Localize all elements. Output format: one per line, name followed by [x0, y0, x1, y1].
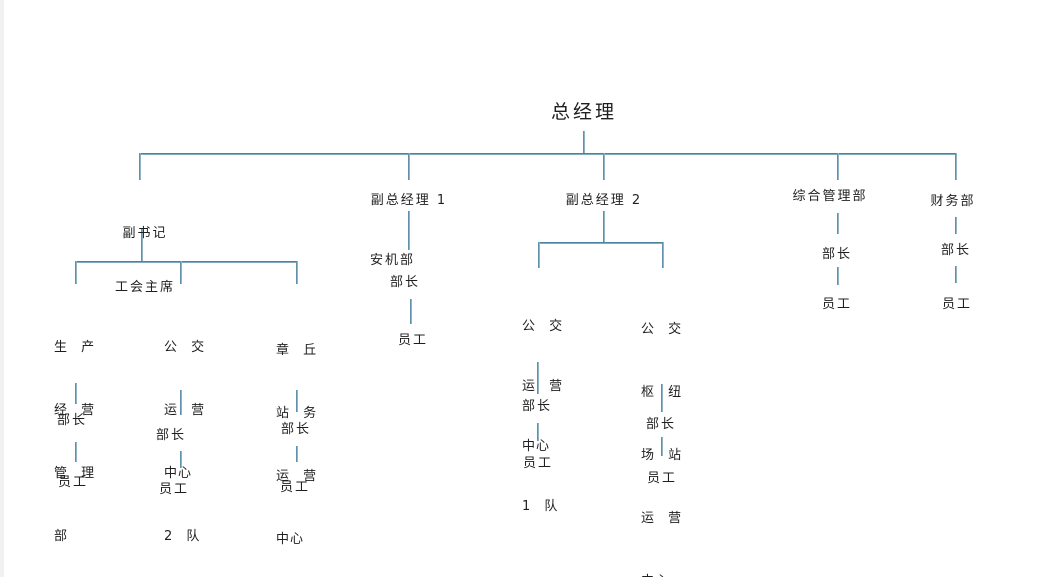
bus-center-2-line: 中心 [164, 466, 193, 481]
production-dept-line: 经 营 [54, 403, 96, 418]
connector-drop-deputy-gm-2 [603, 153, 605, 180]
hub-center-staff-label: 员工 [646, 471, 678, 486]
finance-head-label: 部长 [940, 243, 972, 258]
connector-bus-center-1-head [537, 362, 539, 394]
connector-production-staff [75, 442, 77, 462]
bus-center-2-line: 2 队 [164, 529, 201, 544]
connector-drop-bus-center-2 [180, 261, 182, 284]
bus-center-2-line: 公 交 [164, 340, 206, 355]
node-admin-dept: 综合管理部 [792, 189, 868, 204]
connector-secretary-stem [141, 228, 143, 262]
hub-center-head-label: 部长 [645, 417, 677, 432]
hub-center-line: 中心 [641, 571, 694, 577]
connector-anji-staff [410, 299, 412, 324]
connector-gm2-stem [603, 211, 605, 243]
connector-admin-staff [837, 267, 839, 285]
connector-drop-production [75, 261, 77, 284]
node-deputy-secretary-line2: 工会主席 [114, 280, 176, 295]
connector-secretary-horizontal [75, 261, 298, 263]
connector-drop-bus-center-1 [538, 242, 540, 268]
node-production-dept: 生 产 经 营 管 理 部 [54, 295, 107, 577]
connector-bus-center-2-staff [180, 451, 182, 468]
node-bus-center-1: 公 交 运 营 中心 1 队 [522, 277, 575, 557]
production-staff-label: 员工 [57, 475, 89, 490]
connector-zhangqiu-staff [296, 446, 298, 462]
connector-drop-hub-center [662, 242, 664, 268]
hub-center-line: 运 营 [641, 511, 683, 526]
connector-admin-head [837, 213, 839, 234]
connector-bus-center-1-staff [537, 423, 539, 441]
node-deputy-secretary: 副书记 工会主席 [115, 189, 175, 333]
connector-drop-finance-dept [955, 153, 957, 180]
finance-staff-label: 员工 [941, 297, 973, 312]
zhangqiu-center-line: 章 丘 [276, 343, 318, 358]
bus-center-2-staff-label: 员工 [158, 482, 190, 497]
production-dept-line: 管 理 [54, 466, 96, 481]
connector-hub-center-staff [661, 437, 663, 456]
production-dept-line: 生 产 [54, 340, 96, 355]
bus-center-2-head-label: 部长 [155, 428, 187, 443]
bus-center-1-line: 中心 [522, 439, 551, 454]
node-bus-center-2: 公 交 运 营 中心 2 队 [164, 295, 217, 577]
admin-staff-label: 员工 [821, 297, 853, 312]
connector-production-head [75, 383, 77, 404]
connector-finance-staff [955, 266, 957, 283]
connector-drop-admin-dept [837, 153, 839, 180]
connector-drop-deputy-gm-1 [408, 153, 410, 180]
node-finance-dept: 财务部 [930, 194, 976, 209]
admin-head-label: 部长 [821, 247, 853, 262]
node-anji-dept: 安机部 [370, 253, 416, 268]
hub-center-line: 公 交 [641, 322, 683, 337]
node-hub-center: 公 交 枢 纽 场 站 运 营 中心 [641, 277, 694, 577]
connector-gm1-stem [408, 211, 410, 250]
connector-drop-deputy-secretary [139, 153, 141, 180]
bus-center-1-line: 公 交 [522, 319, 564, 334]
bus-center-2-line: 运 营 [164, 403, 206, 418]
bus-center-1-line: 运 营 [522, 379, 564, 394]
zhangqiu-center-line: 站 务 [276, 406, 318, 421]
connector-main-horizontal [139, 153, 957, 155]
bus-center-1-head-label: 部长 [521, 399, 553, 414]
hub-center-line: 枢 纽 [641, 385, 683, 400]
connector-gm2-horizontal [538, 242, 664, 244]
connector-bus-center-2-head [180, 390, 182, 415]
node-zhangqiu-center: 章 丘 站 务 运 营 中心 [276, 298, 329, 577]
node-general-manager: 总经理 [550, 101, 618, 123]
hub-center-line: 场 站 [641, 448, 683, 463]
connector-zhangqiu-head [296, 390, 298, 412]
node-anji-dept-head: 部长 [390, 275, 421, 290]
zhangqiu-center-line: 运 营 [276, 469, 318, 484]
zhangqiu-staff-label: 员工 [279, 480, 311, 495]
connector-hub-center-head [661, 384, 663, 412]
node-deputy-gm-1: 副总经理 1 [370, 193, 448, 208]
connector-root-stem [583, 131, 585, 154]
production-head-label: 部长 [56, 413, 88, 428]
production-dept-line: 部 [54, 529, 69, 544]
node-deputy-secretary-line1: 副书记 [122, 226, 168, 241]
zhangqiu-head-label: 部长 [280, 422, 312, 437]
node-deputy-gm-2: 副总经理 2 [565, 193, 643, 208]
connector-drop-zhangqiu [296, 261, 298, 284]
page-edge-shadow [0, 0, 4, 577]
anji-staff-label: 员工 [397, 333, 429, 348]
zhangqiu-center-line: 中心 [276, 532, 305, 547]
connector-finance-head [955, 217, 957, 234]
bus-center-1-line: 1 队 [522, 499, 559, 514]
bus-center-1-staff-label: 员工 [522, 456, 554, 471]
